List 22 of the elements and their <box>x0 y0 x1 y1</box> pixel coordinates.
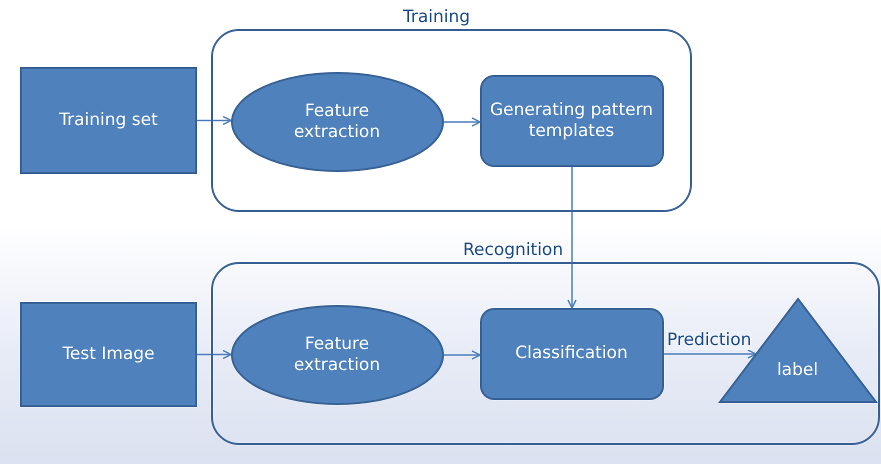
node-label: Test Image <box>62 344 155 365</box>
group-heading: Training <box>403 7 470 27</box>
arrow <box>444 117 481 127</box>
group-heading: Recognition <box>463 240 564 260</box>
node-label: Generating pattern templates <box>488 100 654 141</box>
process-box <box>480 74 664 166</box>
node-label: Training set <box>59 110 158 131</box>
arrow <box>664 349 757 359</box>
arrow <box>567 167 577 309</box>
arrow <box>197 350 232 360</box>
arrow <box>197 116 232 126</box>
node-label: Feature extraction <box>292 101 382 142</box>
node-label: label <box>776 360 818 380</box>
process-ellipse <box>230 72 444 172</box>
process-ellipse <box>230 304 444 404</box>
process-box <box>20 302 197 407</box>
node-label: Feature extraction <box>292 334 382 375</box>
node-label: Classification <box>515 343 628 364</box>
process-box <box>480 308 664 400</box>
process-box <box>20 67 197 174</box>
edge-label: Prediction <box>666 331 752 350</box>
arrow <box>444 350 481 360</box>
